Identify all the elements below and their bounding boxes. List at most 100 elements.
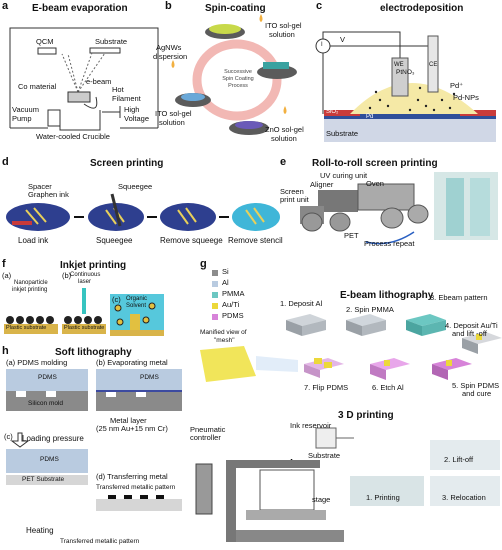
h-b-title: (b) Evaporating metal bbox=[96, 358, 168, 367]
legend-item: PMMA bbox=[212, 290, 272, 301]
pressure-label: Loading pressure bbox=[22, 434, 84, 443]
panel-b-spin-coating: b Spin-coating Successive Spin Coating P… bbox=[153, 0, 310, 150]
np-line2: inkjet printing bbox=[12, 287, 48, 293]
legend: Si Al PMMA Au/Ti PDMS bbox=[212, 268, 272, 323]
step-4-label: Remove stencil bbox=[228, 236, 283, 245]
panel-title: Roll-to-roll screen printing bbox=[312, 158, 438, 169]
legend-label: PDMS bbox=[222, 311, 244, 320]
panel-e-roll-to-roll: e Roll-to-roll screen printing UV curing… bbox=[280, 150, 502, 250]
step1-stencil bbox=[6, 203, 70, 231]
legend-swatch bbox=[212, 292, 218, 298]
ito-left-line2: solution bbox=[159, 118, 185, 127]
heating-label: Heating bbox=[26, 526, 54, 535]
current-label: I bbox=[321, 42, 323, 48]
h-a-title: (a) PDMS molding bbox=[6, 358, 68, 367]
panel-title: Spin-coating bbox=[205, 3, 266, 14]
transferred-line1: Transferred metallic pattern bbox=[96, 484, 176, 491]
legend-label: Al bbox=[222, 278, 229, 287]
panel-label: a bbox=[2, 0, 9, 12]
legend-swatch bbox=[212, 270, 218, 276]
graphene-ink-label: Graphen ink bbox=[28, 190, 69, 199]
block-1 bbox=[286, 314, 326, 336]
laser-line1: Continuous bbox=[70, 272, 101, 278]
pdms-label-a: PDMS bbox=[38, 374, 57, 381]
metal-line1: Metal layer bbox=[110, 416, 147, 425]
we-label: WE bbox=[394, 62, 404, 68]
pet-label: PET bbox=[344, 231, 359, 240]
electrodeposition-cell-diagram bbox=[315, 31, 496, 142]
panel-title: Screen printing bbox=[90, 158, 164, 169]
step5-label-1: 5. Spin PDMS bbox=[452, 381, 500, 390]
legend-item: Au/Ti bbox=[212, 301, 272, 312]
substrate-label: Substrate bbox=[308, 451, 341, 460]
process-center-line3: Process bbox=[228, 83, 248, 89]
ebeam-chamber-diagram bbox=[9, 27, 159, 131]
pd-layer-label: Pd bbox=[366, 114, 374, 120]
panel-c-electrodeposition: c electrodeposition I V PtNO₃ WE CE Pd⁺ … bbox=[310, 0, 502, 150]
ito-top-line2: solution bbox=[269, 30, 295, 39]
block-5 bbox=[432, 358, 472, 380]
plastic-label-b: Plastic substrate bbox=[64, 325, 105, 331]
panel-label: f bbox=[2, 258, 6, 270]
np-line1: Nanoparticle bbox=[14, 280, 48, 286]
hot-label: Hot bbox=[112, 85, 124, 94]
screen-printing-steps bbox=[6, 193, 280, 231]
filament-label: Filament bbox=[112, 94, 141, 103]
process-repeat-label: Process repeat bbox=[364, 239, 415, 248]
pdms-label-c: PDMS bbox=[40, 456, 59, 463]
metal-line2: (25 nm Au+15 nm Cr) bbox=[96, 424, 168, 433]
block-7 bbox=[304, 358, 344, 378]
panel-i-3d-printing: i 3 D printing Pneumatic controller Ink … bbox=[190, 410, 502, 550]
legend-item: Si bbox=[212, 268, 272, 279]
ito-top-line1: ITO sol-gel bbox=[265, 21, 302, 30]
solvent-line2: Solvent bbox=[126, 303, 147, 309]
soft-litho-steps bbox=[6, 369, 182, 511]
uv-curing-label: UV curing unit bbox=[320, 171, 368, 180]
roll-to-roll-machine bbox=[300, 172, 498, 245]
legend-label: PMMA bbox=[222, 289, 245, 298]
pump-label: Pump bbox=[12, 114, 32, 123]
panel-d-screen-printing: d Screen printing Spacer Graphen in bbox=[0, 150, 283, 250]
substrate-label: Substrate bbox=[95, 37, 128, 46]
printing-step-2: 2. Lift-off bbox=[444, 455, 474, 464]
panel-title: E-beam evaporation bbox=[32, 3, 128, 14]
legend-item: PDMS bbox=[212, 312, 272, 323]
panel-a-ebeam-evaporation: a E-beam evaporation QCM Substrate Co ma… bbox=[0, 0, 165, 150]
voltage-label: Voltage bbox=[124, 114, 150, 123]
solvent-line1: Organic bbox=[126, 296, 148, 302]
step-1-label: Load ink bbox=[18, 236, 49, 245]
ebeam-label: e-beam bbox=[86, 77, 112, 86]
panel-title: electrodeposition bbox=[380, 3, 464, 14]
legend-swatch bbox=[212, 314, 218, 320]
squeegee-tag-label: Squeegee bbox=[118, 182, 153, 191]
panel-label: g bbox=[200, 258, 207, 270]
printing-step-1: 1. Printing bbox=[366, 493, 400, 502]
3d-printer-diagram bbox=[195, 427, 500, 542]
ce-label: CE bbox=[429, 62, 438, 68]
spacer-label: Spacer bbox=[28, 182, 52, 191]
step6-label: 6. Etch Al bbox=[372, 383, 404, 392]
step4-label-1: 4. Deposit Au/Ti bbox=[445, 321, 498, 330]
plastic-label-a: Plastic substrate bbox=[6, 325, 47, 331]
step4-label-2: and lift -off bbox=[452, 329, 487, 338]
panel-g-ebeam-lithography: g E-beam lithography Si Al PMMA Au/Ti PD… bbox=[200, 258, 502, 408]
panel-f-inkjet-printing: f Inkjet printing (a) (b) (c) Nanopartic… bbox=[0, 258, 165, 343]
step2-label: 2. Spin PMMA bbox=[346, 305, 394, 314]
panel-label: d bbox=[2, 156, 9, 168]
ink-reservoir-label: Ink reservoir bbox=[290, 421, 332, 430]
mesh-line1: Manified view of bbox=[200, 329, 247, 336]
crucible-label: Water-cooled Crucible bbox=[36, 132, 110, 141]
sio2-label: SiO₂ bbox=[326, 109, 339, 115]
panel-title: E-beam lithography bbox=[340, 290, 434, 301]
pneumatic-line2: controller bbox=[190, 433, 221, 442]
panel-h-soft-lithography: h Soft lithography (a) PDMS molding (b) … bbox=[0, 345, 190, 550]
legend-swatch bbox=[212, 281, 218, 287]
zno-line1: ZnO sol-gel bbox=[265, 125, 304, 134]
ito-left-line1: ITO sol-gel bbox=[155, 109, 192, 118]
block-4 bbox=[462, 332, 502, 354]
panel-label: e bbox=[280, 156, 287, 168]
laser-line2: laser bbox=[78, 279, 92, 285]
panel-title: Soft lithography bbox=[55, 347, 132, 358]
process-center-line1: Successive bbox=[224, 69, 252, 75]
panel-title: Inkjet printing bbox=[60, 260, 127, 271]
